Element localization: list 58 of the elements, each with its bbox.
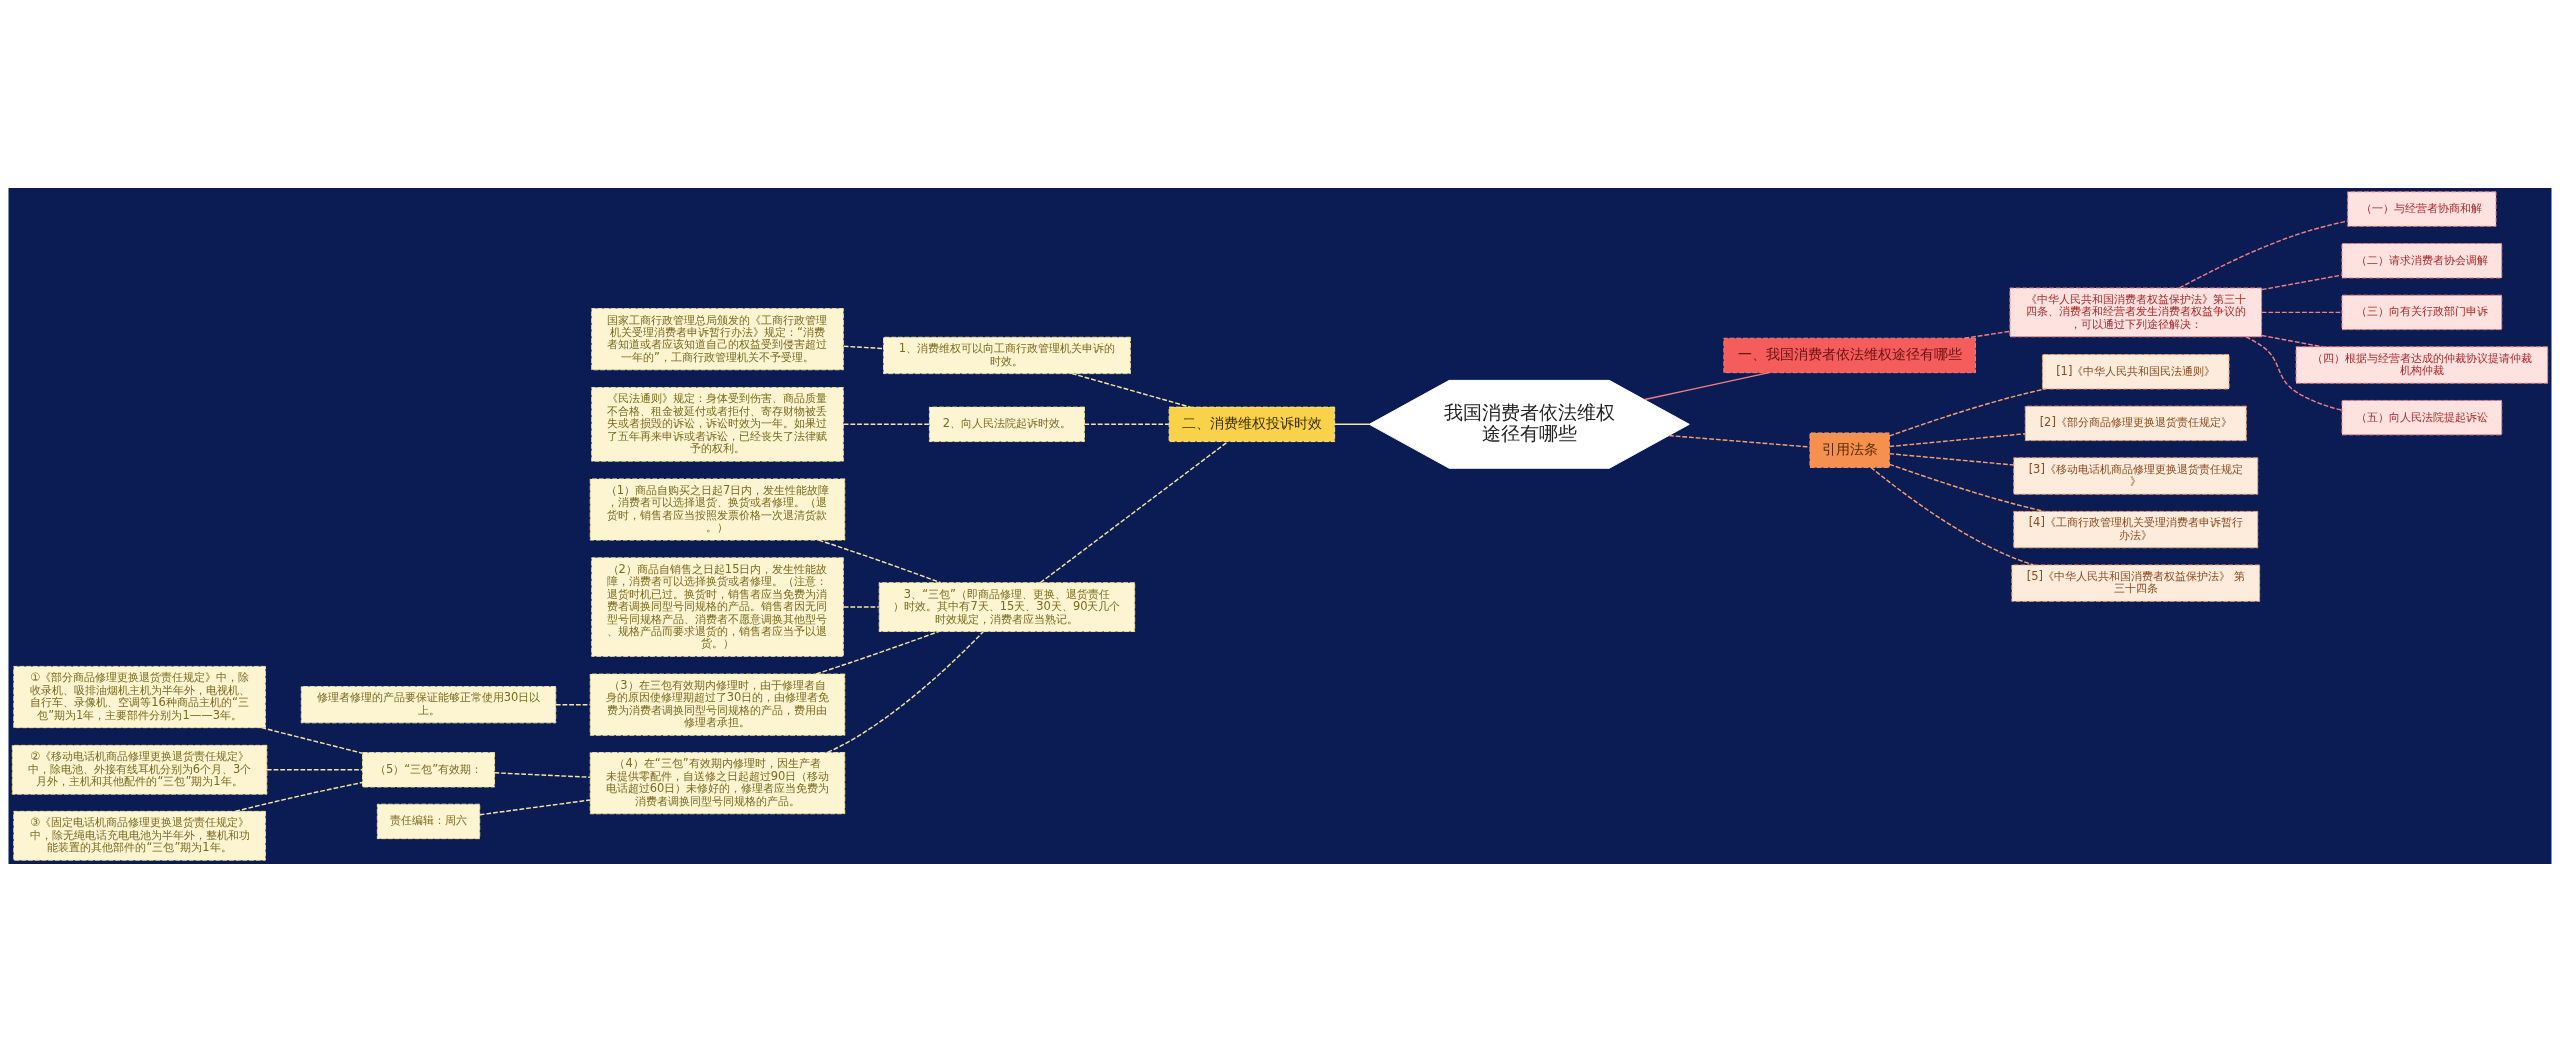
node-box: 《中华人民共和国消费者权益保护法》第三十四条、消费者和经营者发生消费者权益争议的，可以通过下列途径解决： <box>2009 287 2263 338</box>
node-box: （3）在三包有效期内修理时，由于修理者自身的原因使修理期超过了30日的，由修理者免费为消费者调换同型号同规格的产品，费用由修理者承担。 <box>589 673 846 736</box>
node-box: （三）向有关行政部门申诉 <box>2341 294 2503 331</box>
connector <box>817 539 942 584</box>
connector <box>1644 371 1770 401</box>
node-box: （五）向人民法院提起诉讼 <box>2341 399 2503 436</box>
node-box: （2）商品自销售之日起15日内，发生性能故障，消费者可以选择换货或者修理。（注意：退货时机已过。换货时，销售者应当免费为消费者调换同型号同规格的产品。销售者因无同型号同规格产品、消费者不愿意调换其他型号、规格产品而要求退货的，销售者应当予以退货。） <box>591 557 844 657</box>
connector <box>1039 441 1229 584</box>
node-box: 《民法通则》规定：身体受到伤害、商品质量不合格、租金被延付或者拒付、寄存财物被丢失或者损毁的诉讼，诉讼时效为一年。如果过了五年再来申诉或者诉讼，已经丧失了法律赋予的权利。 <box>591 387 844 462</box>
connector <box>1870 466 2035 566</box>
connector <box>2178 220 2349 289</box>
connector <box>1334 423 1370 426</box>
connector <box>260 726 364 754</box>
node-box: （四）根据与经营者达成的仲裁协议提请仲裁机构仲裁 <box>2295 346 2549 384</box>
connector <box>493 772 591 778</box>
connector <box>1888 433 2026 448</box>
node-box: [4]《工商行政管理机关受理消费者申诉暂行办法》 <box>2013 510 2259 549</box>
node-box: （5）“三包”有效期： <box>362 752 496 788</box>
node-box: 二、消费维权投诉时效 <box>1168 406 1336 443</box>
connector <box>815 630 940 675</box>
connector <box>2261 334 2324 348</box>
node-box: [1]《中华人民共和国民法通则》 <box>2042 354 2230 390</box>
node-box: [2]《部分商品修理更换退货责任规定》 <box>2024 405 2247 442</box>
node-box: 3、“三包”（即商品修理、更换、退货责任）时效。其中有7天、15天、30天、90天几个时效规定，消费者应当熟记。 <box>878 582 1136 632</box>
node-box: 修理者修理的产品要保证能够正常使用30日以上。 <box>300 686 557 724</box>
node-box: 2、向人民法院起诉时效。 <box>928 406 1085 443</box>
node-box: 国家工商行政管理总局颁发的《工商行政管理机关受理消费者申诉暂行办法》规定：“消费者知道或者应该知道自己的权益受到侵害超过一年的”，工商行政管理机关不予受理。 <box>591 308 844 371</box>
node-box: （4）在“三包”有效期内修理时，因生产者未提供零配件，自送修之日起超过90日（移动电话超过60日）未修好的，修理者应当免费为消费者调换同型号同规格的产品。 <box>589 752 846 815</box>
connector <box>266 769 363 771</box>
connector <box>843 345 885 350</box>
node-box: ②《移动电话机商品修理更换退货责任规定》中，除电池、外接有线耳机分别为6个月、3个月外，主机和其他配件的“三包”期为1年。 <box>11 744 268 795</box>
node-box: 1、消费维权可以向工商行政管理机关申诉的时效。 <box>883 336 1131 375</box>
connector <box>479 799 591 816</box>
connector <box>1888 453 2015 466</box>
connector <box>843 423 930 426</box>
connector <box>1963 330 2011 339</box>
node-box: （1）商品自购买之日起7日内，发生性能故障，消费者可以选择退货、换货或者修理。（退货时，销售者应当按照发票价格一次退清货款。） <box>589 478 846 541</box>
node-box: （二）请求消费者协会调解 <box>2341 243 2503 279</box>
connector <box>2261 274 2343 291</box>
connector <box>1888 388 2046 437</box>
node-box: 引用法条 <box>1809 432 1890 468</box>
node-box: 一、我国消费者依法维权途径有哪些 <box>1723 337 1976 374</box>
connector <box>555 703 591 706</box>
node-box: （一）与经营者协商和解 <box>2347 191 2497 227</box>
node-box: ①《部分商品修理更换退货责任规定》中，除收录机、吸排油烟机主机为半年外，电视机、自行车、录像机、空调等16种商品主机的“三包”期为1年，主要部件分别为1——3年。 <box>13 665 266 729</box>
connector <box>1071 372 1191 408</box>
node-box: 责任编辑：周六 <box>376 803 481 840</box>
connector <box>2245 336 2343 411</box>
connector <box>2261 311 2343 314</box>
node-box: ③《固定电话机商品修理更换退货责任规定》中，除无绳电话充电电池为半年外，整机和功能装置的其他部件的“三包”期为1年。 <box>13 810 266 861</box>
connector <box>234 781 363 812</box>
node-box: [3]《移动电话机商品修理更换退货责任规定》 <box>2013 457 2259 495</box>
node-box: [5]《中华人民共和国消费者权益保护法》 第三十四条 <box>2011 564 2261 602</box>
connector <box>843 606 880 608</box>
connector <box>826 630 985 754</box>
connector <box>1083 423 1170 426</box>
connector <box>1668 434 1811 448</box>
connector <box>1888 463 2045 513</box>
